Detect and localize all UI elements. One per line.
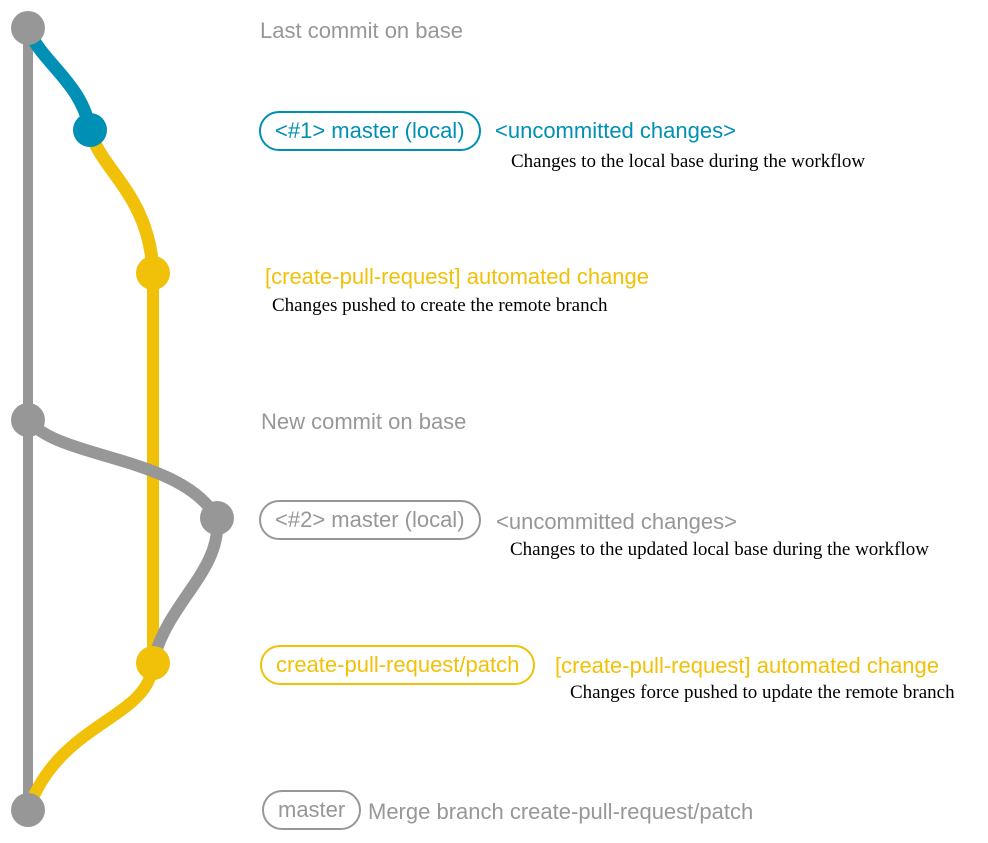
note-title-uncommitted-2: <uncommitted changes> <box>496 509 737 534</box>
commit-dot-remote-branch-2 <box>136 646 170 680</box>
commit-dot-master-local-2 <box>200 501 234 535</box>
branch-pill-master-local-2: <#2> master (local) <box>259 500 481 540</box>
commit-desc-automated-1: Changes pushed to create the remote bran… <box>272 295 608 316</box>
commit-dot-master-local-1 <box>73 113 107 147</box>
branch-pill-create-pull-request-patch: create-pull-request/patch <box>260 645 536 685</box>
annotation-last-commit: Last commit on base <box>260 18 463 43</box>
commit-desc-automated-2: Changes force pushed to update the remot… <box>570 682 955 703</box>
commit-msg-automated-1: [create-pull-request] automated change <box>265 264 650 289</box>
local-master-branch-curve-2 <box>22 414 223 524</box>
note-desc-uncommitted-2: Changes to the updated local base during… <box>510 539 929 560</box>
patch-merge-curve <box>22 657 159 816</box>
annotation-new-commit: New commit on base <box>261 409 467 434</box>
commit-msg-merge: Merge branch create-pull-request/patch <box>368 799 754 824</box>
local-master-branch-curve-1 <box>21 21 97 137</box>
commit-dot-remote-branch-1 <box>136 256 170 290</box>
branch-pill-master-local-1: <#1> master (local) <box>259 111 481 151</box>
commit-msg-automated-2: [create-pull-request] automated change <box>555 653 940 678</box>
note-desc-uncommitted-1: Changes to the local base during the wor… <box>511 151 866 172</box>
local-master-merge-curve <box>148 512 224 664</box>
commit-dot-merge <box>11 793 45 827</box>
commit-dot-base-new <box>11 403 45 437</box>
patch-branch-curve-1 <box>83 123 160 280</box>
note-title-uncommitted-1: <uncommitted changes> <box>495 118 736 143</box>
commit-dot-base-top <box>11 11 45 45</box>
branch-pill-master: master <box>262 790 362 830</box>
